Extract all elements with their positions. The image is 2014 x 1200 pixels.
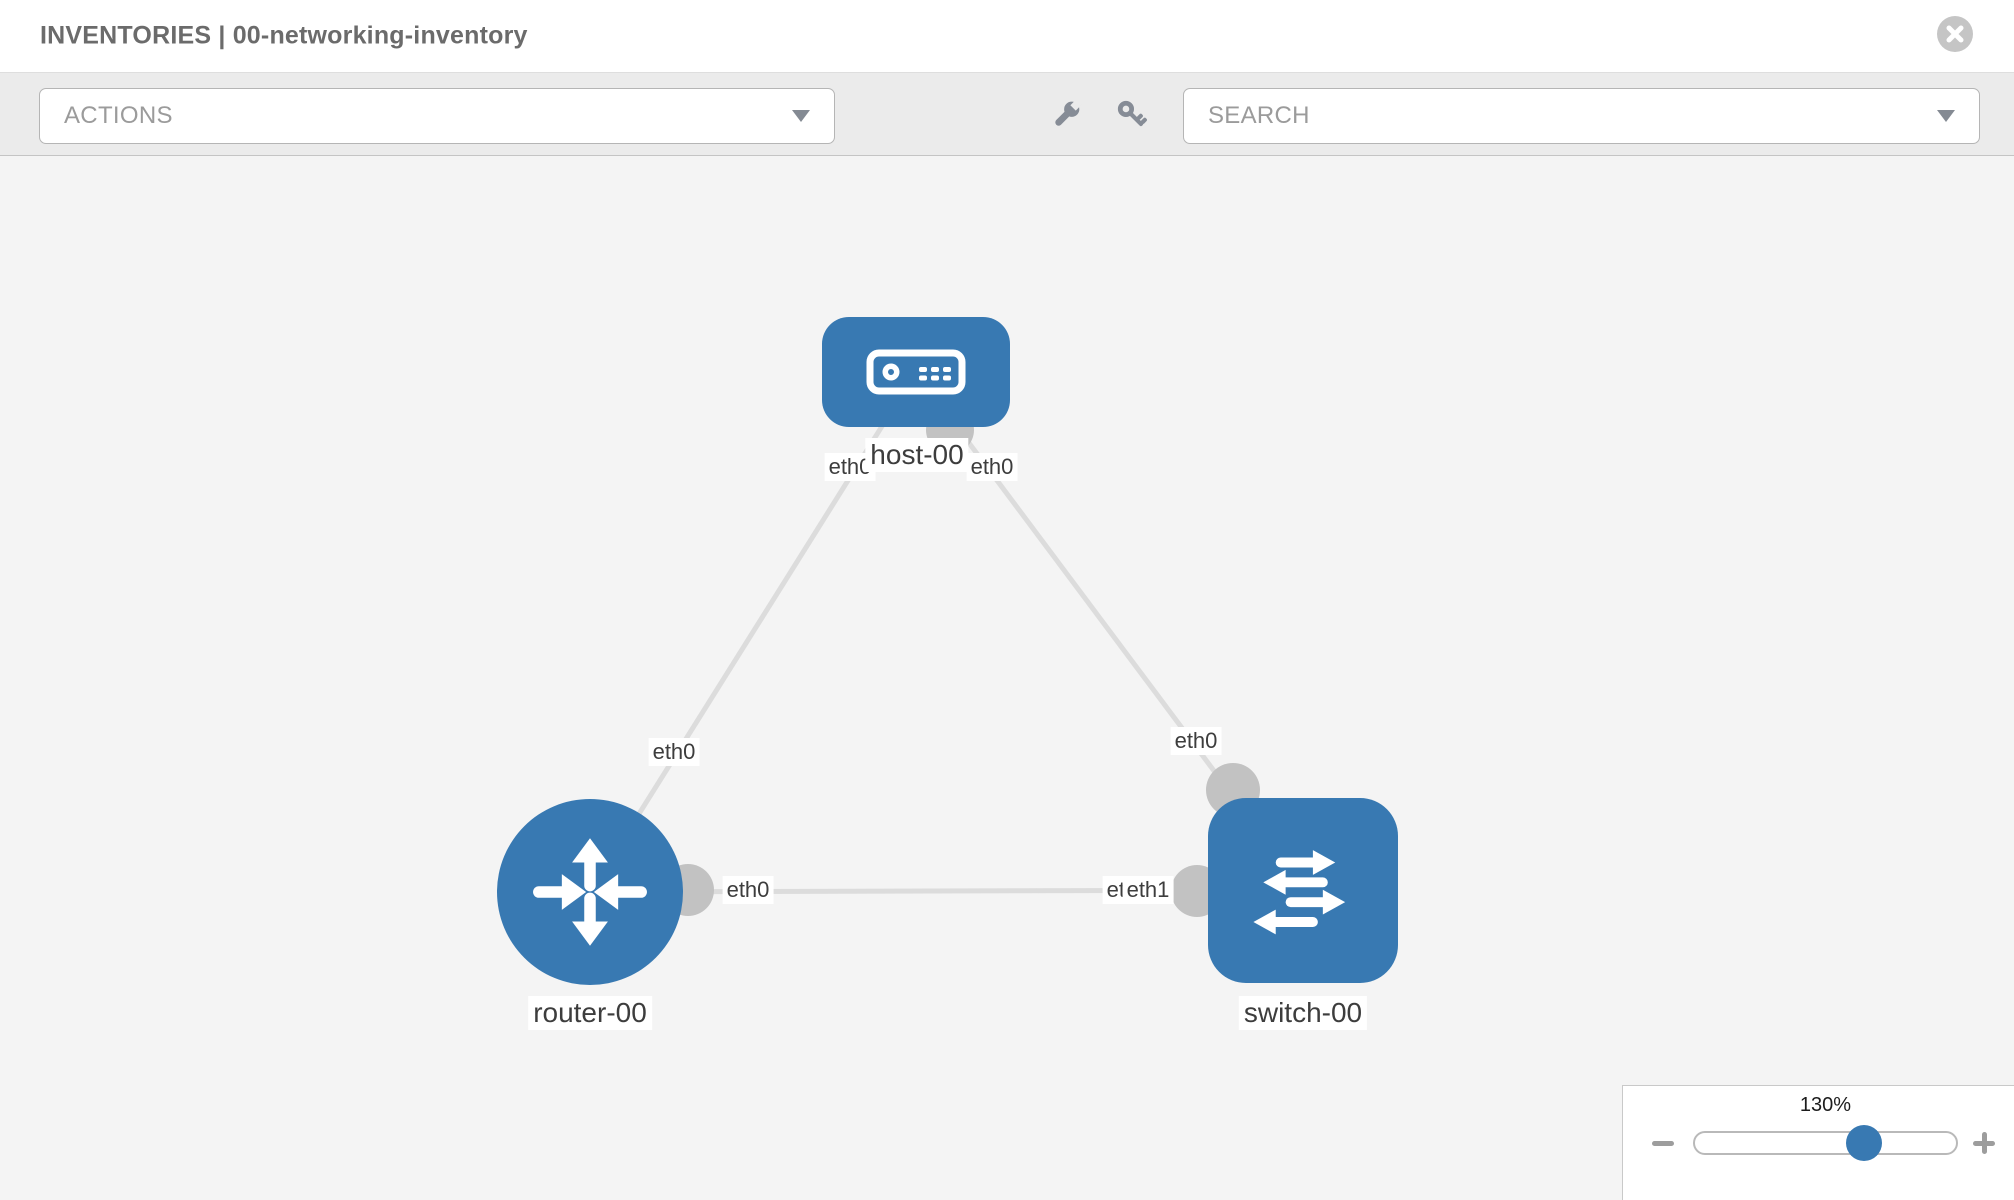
minus-icon (1652, 1140, 1674, 1146)
zoom-out-button[interactable] (1649, 1129, 1677, 1157)
key-icon (1117, 100, 1147, 127)
zoom-slider-track[interactable] (1693, 1131, 1958, 1155)
interface-label: eth0 (966, 453, 1018, 481)
plus-icon (1973, 1132, 1995, 1154)
node-host-00[interactable] (822, 317, 1010, 427)
node-label-router: router-00 (528, 996, 652, 1030)
close-button[interactable] (1937, 16, 1973, 52)
interface-label: eth0 (648, 738, 700, 766)
credentials-button[interactable] (1113, 96, 1153, 136)
node-label-switch: switch-00 (1238, 996, 1368, 1030)
configure-button[interactable] (1045, 96, 1085, 136)
zoom-level-label: 130% (1799, 1094, 1852, 1116)
interface-label: eth0 (1170, 727, 1222, 755)
close-icon (1946, 25, 1964, 43)
wrench-icon (1055, 98, 1083, 126)
host-icon (866, 349, 966, 395)
node-router-00[interactable] (497, 799, 683, 985)
interface-label: eth1 (1122, 876, 1174, 904)
caret-down-icon (792, 110, 810, 122)
interface-label: eth0 (722, 876, 774, 904)
search-dropdown[interactable]: SEARCH (1183, 88, 1980, 144)
interface-label-overlap: eth0 eth1 (1102, 876, 1174, 904)
header-bar: INVENTORIES | 00-networking-inventory (0, 0, 2014, 72)
topology-canvas[interactable]: eth0 eth0 eth0 eth0 eth0 eth0 eth1 host-… (0, 156, 2014, 1200)
topology-links-layer (587, 370, 1306, 917)
node-label-host: host-00 (865, 438, 969, 472)
node-switch-00[interactable] (1208, 798, 1398, 983)
toolbar: ACTIONS SEARC (0, 72, 2014, 156)
zoom-in-button[interactable] (1970, 1129, 1998, 1157)
router-icon (533, 838, 647, 946)
page-title: INVENTORIES | 00-networking-inventory (40, 21, 528, 50)
switch-icon (1253, 849, 1346, 934)
actions-dropdown[interactable]: ACTIONS (39, 88, 835, 144)
zoom-control-panel: 130% (1622, 1085, 2014, 1200)
search-dropdown-label: SEARCH (1208, 102, 1310, 129)
actions-dropdown-label: ACTIONS (64, 102, 173, 129)
zoom-slider-thumb[interactable] (1846, 1125, 1882, 1161)
caret-down-icon (1937, 110, 1955, 122)
